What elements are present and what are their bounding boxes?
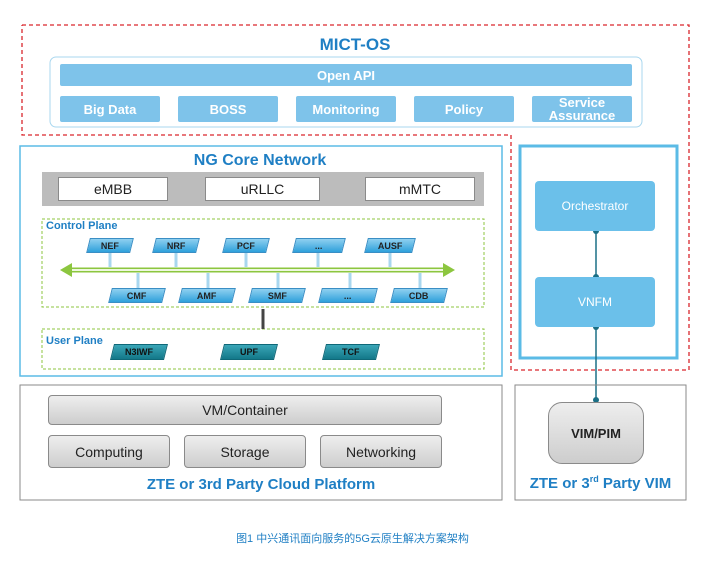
storage-box: Storage	[184, 435, 306, 468]
module-service-assurance: Service Assurance	[532, 96, 632, 122]
nf-cdb: CDB	[390, 288, 448, 303]
cloud-platform-label: ZTE or 3rd Party Cloud Platform	[146, 476, 376, 493]
vim-label-sup: rd	[589, 474, 599, 484]
mano-frame	[518, 144, 679, 360]
nf-pcf: PCF	[222, 238, 270, 253]
mict-dashed-frame	[21, 24, 690, 371]
vim-frame	[514, 384, 687, 501]
vm-container-bar: VM/Container	[48, 395, 442, 425]
user-plane-title: User Plane	[46, 335, 103, 347]
networking-box: Networking	[320, 435, 442, 468]
nf-amf: AMF	[178, 288, 236, 303]
core-title: NG Core Network	[193, 152, 327, 169]
module-policy: Policy	[414, 96, 514, 122]
computing-box: Computing	[48, 435, 170, 468]
nf-tcf: TCF	[322, 344, 380, 360]
vim-label-prefix: ZTE or 3	[529, 475, 590, 492]
vim-pim-box: VIM/PIM	[548, 402, 644, 464]
nf-n3iwf: N3IWF	[110, 344, 168, 360]
nf-upf: UPF	[220, 344, 278, 360]
core-frame	[19, 145, 503, 377]
top-connectors	[108, 252, 392, 267]
bottom-connectors	[136, 273, 422, 288]
control-plane-title: Control Plane	[46, 220, 118, 232]
nf-ellipsis-top-label: ...	[315, 240, 323, 251]
control-plane-frame	[41, 218, 485, 308]
nf-ellipsis-bottom-label: ...	[344, 290, 352, 301]
nf-ausf: AUSF	[364, 238, 416, 253]
nf-ellipsis-bottom: ...	[318, 288, 378, 303]
module-monitoring: Monitoring	[296, 96, 396, 122]
cloud-frame	[19, 384, 503, 501]
nf-pcf-label: PCF	[237, 240, 255, 251]
nf-upf-label: UPF	[240, 347, 258, 357]
nf-ellipsis-top: ...	[292, 238, 346, 253]
mict-inner-frame	[49, 56, 643, 128]
nf-cdb-label: CDB	[409, 290, 429, 301]
open-api-bar: Open API	[60, 64, 632, 86]
figure-caption: 图1 中兴通讯面向服务的5G云原生解决方案架构	[236, 533, 469, 545]
mict-os-title: MICT-OS	[319, 35, 391, 54]
nf-tcf-label: TCF	[342, 347, 360, 357]
nf-nef-label: NEF	[101, 240, 119, 251]
nf-cmf-label: CMF	[127, 290, 147, 301]
slice-urllc: uRLLC	[205, 177, 320, 201]
nf-n3iwf-label: N3IWF	[125, 347, 153, 357]
slice-mmtc: mMTC	[365, 177, 475, 201]
nf-smf: SMF	[248, 288, 306, 303]
vnfm-box: VNFM	[535, 277, 655, 327]
module-big-data: Big Data	[60, 96, 160, 122]
slice-embb: eMBB	[58, 177, 168, 201]
nf-nrf-label: NRF	[166, 240, 186, 251]
vim-label: ZTE or 3rd Party VIM	[515, 474, 686, 492]
nf-smf-label: SMF	[267, 290, 287, 301]
service-bus-arrow	[60, 263, 455, 277]
nf-ausf-label: AUSF	[377, 240, 403, 251]
nf-nef: NEF	[86, 238, 134, 253]
vim-label-suffix: Party VIM	[598, 475, 672, 492]
module-boss: BOSS	[178, 96, 278, 122]
nf-cmf: CMF	[108, 288, 166, 303]
nf-amf-label: AMF	[197, 290, 217, 301]
nf-nrf: NRF	[152, 238, 200, 253]
orchestrator-box: Orchestrator	[535, 181, 655, 231]
